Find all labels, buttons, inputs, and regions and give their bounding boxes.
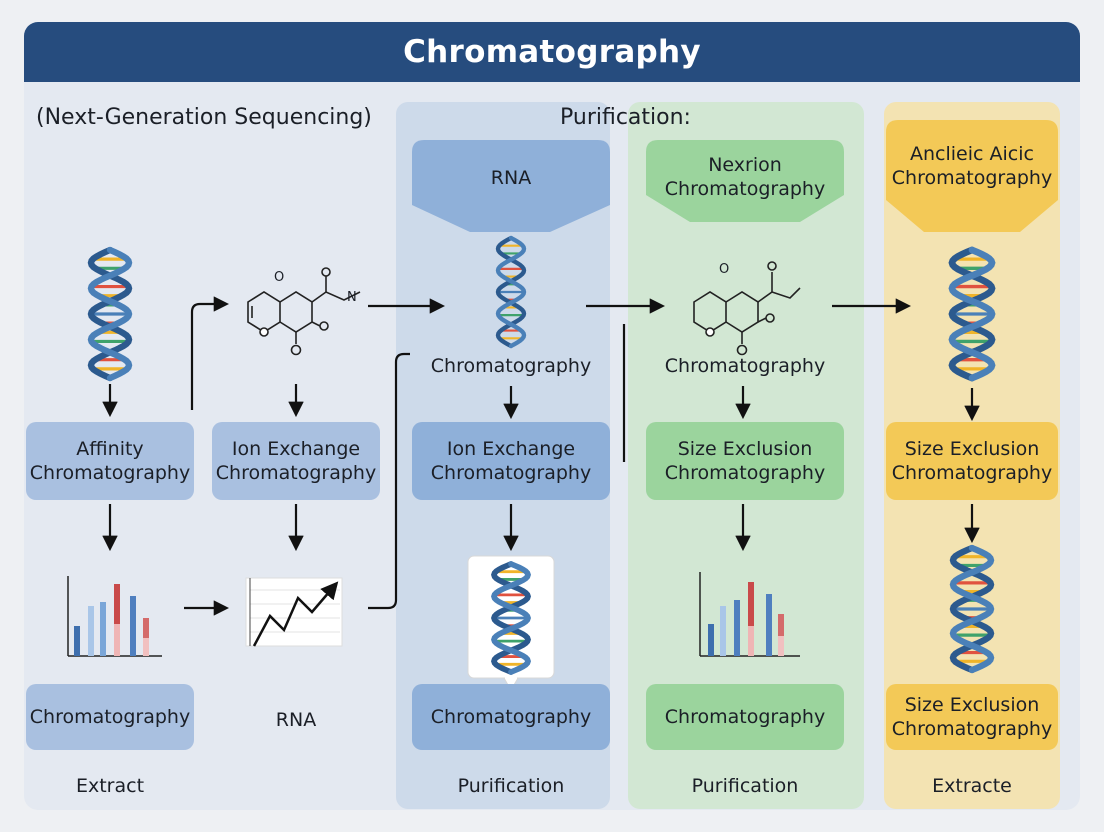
molecule-structure-icon (247, 267, 361, 356)
yellow-header-shape (886, 120, 1058, 232)
result-box-col4: Chromatography (646, 684, 844, 750)
atom-label-n: N (347, 290, 357, 305)
green-mid-label: Chromatography (664, 355, 826, 377)
dna-helix-icon (495, 235, 527, 349)
arrow-affinity-to-molecule (190, 296, 230, 410)
size-exclusion-box-1: Size Exclusion Chromatography (646, 422, 844, 500)
footer-label-extracte: Extracte (932, 775, 1012, 797)
section-center-heading: Purification: (560, 105, 691, 130)
rna-header-shape (412, 140, 610, 232)
ion-exchange-box-1: Ion Exchange Chromatography (212, 422, 380, 500)
ion-exchange-box-2: Ion Exchange Chromatography (412, 422, 610, 500)
line-chart-icon (245, 577, 343, 647)
green-header-label: Nexrion Chromatography (664, 154, 826, 200)
green-header-shape (646, 140, 844, 222)
atom-label-o: O (274, 270, 285, 285)
molecule-structure-icon (693, 261, 801, 356)
blue-mid-label: Chromatography (430, 355, 592, 377)
bar-chart-icon (699, 572, 800, 657)
dna-helix-icon (948, 246, 996, 382)
dna-helix-icon (949, 544, 995, 674)
footer-label-purification-green: Purification (691, 775, 799, 797)
result-label-col2: RNA (275, 709, 317, 731)
dna-helix-icon (491, 561, 531, 675)
section-left-heading: (Next-Generation Sequencing) (36, 105, 372, 130)
size-exclusion-box-3: Size Exclusion Chromatography (886, 684, 1058, 750)
footer-label-purification-blue: Purification (457, 775, 565, 797)
yellow-header-label: Anclieic Aicic Chromatography (891, 143, 1053, 189)
dna-helix-icon (87, 246, 133, 382)
affinity-chromatography-box: Affinity Chromatography (26, 422, 194, 500)
bar-chart-icon (67, 576, 162, 657)
rna-header-label: RNA (490, 167, 532, 189)
atom-label-o: O (719, 262, 730, 277)
result-box-col1: Chromatography (26, 684, 194, 750)
footer-label-extract: Extract (75, 775, 145, 797)
diagram-title: Chromatography (24, 22, 1080, 82)
result-box-col3: Chromatography (412, 684, 610, 750)
connector-linechart-to-column (368, 352, 410, 610)
size-exclusion-box-2: Size Exclusion Chromatography (886, 422, 1058, 500)
